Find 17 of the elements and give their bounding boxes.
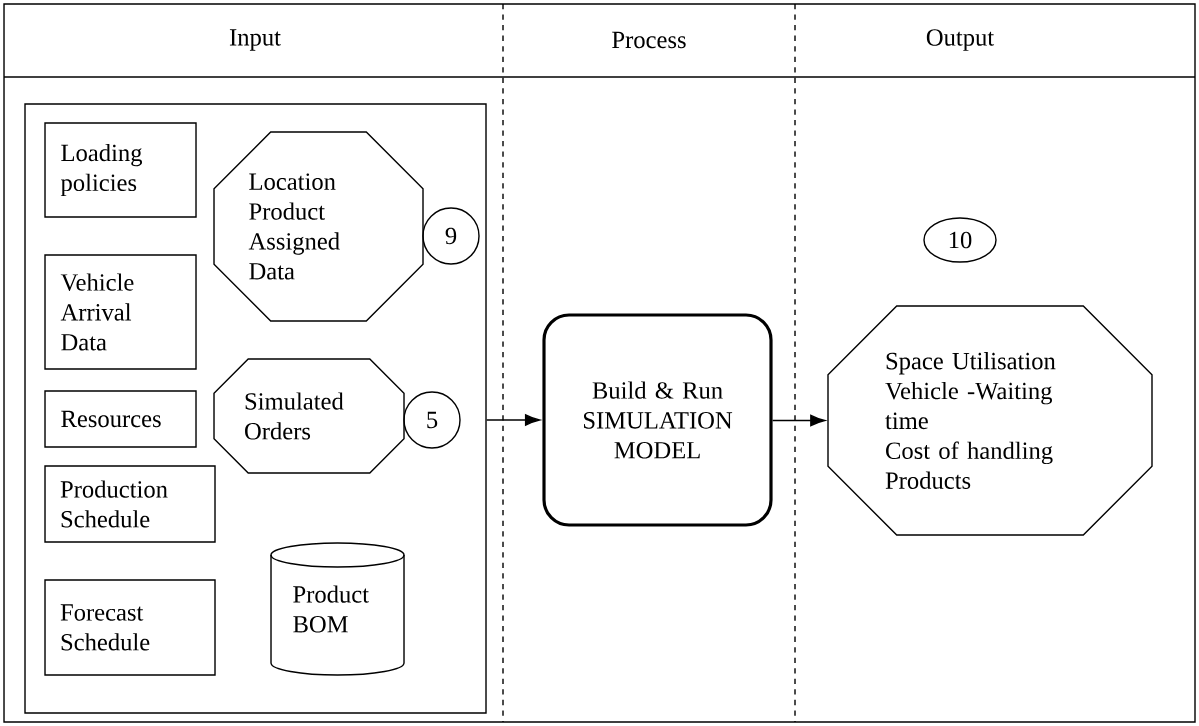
process-box: Build & Run SIMULATION MODEL — [542, 313, 773, 527]
arrow — [771, 414, 826, 427]
data-octagon: Location Product Assigned Data — [213, 131, 424, 322]
input-box: Forecast Schedule — [44, 579, 216, 676]
column-header: Input — [229, 29, 281, 51]
input-box: Loading policies — [44, 122, 197, 218]
input-box: Vehicle Arrival Data — [44, 254, 197, 370]
column-header: Output — [926, 29, 995, 51]
database-cylinder: Product BOM — [270, 542, 405, 676]
output-octagon: Space Utilisation Vehicle -Waiting time Cost of handling Products — [827, 305, 1153, 536]
column-header: Process — [612, 31, 686, 49]
data-octagon: Simulated Orders — [213, 358, 405, 474]
arrow — [486, 414, 541, 426]
node-label: Product BOM — [293, 585, 369, 633]
input-box: Production Schedule — [44, 465, 216, 543]
input-box: Resources — [44, 390, 197, 448]
input-panel — [24, 103, 487, 714]
